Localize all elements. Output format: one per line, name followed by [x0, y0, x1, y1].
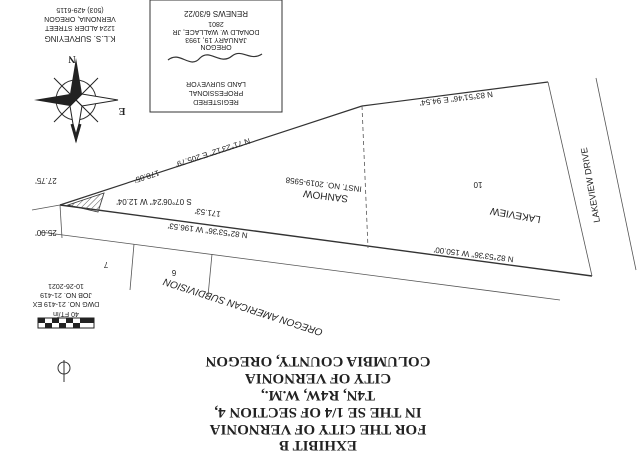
small-north-arrow [57, 360, 71, 382]
bearing-left-part: 25.00' [35, 228, 57, 237]
surveyor-stamp: REGISTERED PROFESSIONAL LAND SURVEYOR OR… [149, 0, 283, 113]
subdivision-label: OREGON AMERICAN SUBDIVISION [161, 275, 324, 337]
stamp-line-7: 2801 [208, 20, 224, 27]
stamp-line-5: JANUARY 19, 1993 [185, 36, 247, 43]
scale-bar [37, 317, 95, 329]
street-label: LAKEVIEW DRIVE [579, 147, 602, 224]
diagonal-boundary [59, 105, 363, 206]
bearing-short-diagonal: 27.75' [35, 176, 57, 185]
compass-point-north [70, 58, 82, 100]
bearing-small-cut: S 07°06'24" W 12.04' [116, 197, 192, 206]
surveyor-city: VERNONIA, OREGON [44, 15, 116, 22]
lot-7-label: 7 [103, 260, 108, 269]
compass-point-east [75, 93, 119, 107]
lakeview-drive-west-edge [547, 81, 593, 277]
title-line-3: IN THE SE 1/4 OF SECTION 4, [214, 404, 421, 420]
job-no: JOB NO. 21-419 [40, 291, 92, 298]
signature [167, 52, 263, 63]
left-boundary [59, 204, 63, 239]
scale-label: 40 FT/in [53, 310, 79, 317]
drawing-date: 10-26-2021 [48, 282, 84, 289]
stamp-line-3: LAND SURVEYOR [186, 80, 246, 87]
bearing-top-right: N 83°51'46" E 94.54' [419, 90, 494, 108]
west-extension [31, 204, 61, 211]
compass-e-label: E [118, 105, 125, 116]
title-line-6: COLUMBIA COUNTY, OREGON [205, 353, 430, 369]
stamp-line-2: PROFESSIONAL [189, 89, 244, 96]
dwg-no: DWG NO. 21-419 EX [32, 300, 99, 307]
title-line-5: CITY OF VERNONIA [245, 370, 391, 386]
lot-10-label: 10 [473, 180, 482, 189]
compass-rose: N E [34, 53, 125, 144]
title-line-4: T4N, R4W, W.M., [261, 387, 375, 403]
lakeview-drive-east-edge [595, 77, 637, 271]
middle-boundary [59, 204, 593, 277]
stamp-line-6: DONALD W. WALLACE, JR [173, 28, 260, 35]
title-line-1: EXHIBIT B [279, 437, 357, 453]
bearing-mid-part: 171.53' [194, 206, 221, 218]
surveyor-phone: (503) 429-6115 [56, 6, 103, 13]
stamp-renews: RENEWS 6/30/22 [183, 9, 248, 18]
stamp-line-1: REGISTERED [193, 98, 239, 105]
bearing-diagonal-part: 178.05' [133, 168, 161, 185]
bearing-right-line: N 82°53'36" W 150.00' [433, 245, 514, 264]
title-line-2: FOR THE CITY OF VERNONIA [209, 421, 426, 437]
lower-boundary [39, 231, 561, 301]
stamp-line-4: OREGON [200, 43, 231, 50]
lot-6-label: 6 [171, 268, 176, 277]
parcel-name-label: LAKEVIEW [489, 205, 542, 225]
top-right-boundary [361, 81, 549, 107]
surveyor-address: K.L.S. SURVEYING 1224 ALDER STREET VERNO… [44, 6, 116, 43]
parcel-lines [31, 77, 637, 301]
title-block: EXHIBIT B FOR THE CITY OF VERNONIA IN TH… [205, 353, 430, 453]
bearing-mid-line: N 82°53'36" W 196.53' [167, 221, 248, 240]
drawing-info: 40 FT/in DWG NO. 21-419 EX JOB NO. 21-41… [32, 282, 99, 382]
small-cut-line [97, 192, 105, 213]
surveyor-name: K.L.S. SURVEYING [45, 34, 116, 43]
lot-line-6-5 [207, 253, 213, 297]
compass-point-west [34, 94, 76, 106]
lot-line-7-6 [129, 243, 135, 291]
dashed-division [361, 105, 369, 249]
bearing-diagonal: N 71°23'12" E 205.79' [174, 136, 251, 169]
compass-n-label: N [68, 53, 76, 64]
surveyor-street: 1224 ALDER STREET [44, 24, 115, 31]
